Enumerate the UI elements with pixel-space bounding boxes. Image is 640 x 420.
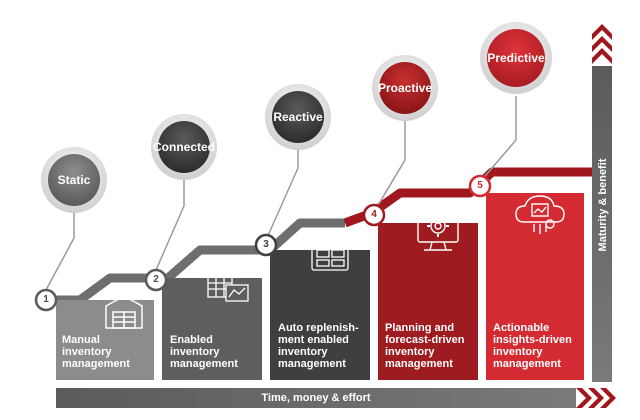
warehouse-icon [105, 295, 143, 329]
stage-number-1: 1 [43, 294, 49, 305]
y-axis-bar [592, 66, 612, 382]
y-axis-arrow-icon [592, 24, 612, 64]
stage-title-1: Static [57, 173, 91, 187]
cloud-analytics-icon [515, 195, 565, 234]
x-axis-arrow-icon [576, 388, 616, 408]
stage-label-1: Manual inventory management [62, 334, 130, 370]
connector-lines [45, 96, 517, 291]
stage-title-5: Predictive [487, 51, 545, 65]
number-badges [34, 174, 492, 312]
column-4 [378, 223, 478, 380]
stage-circle-1 [41, 147, 107, 213]
stage-title-2: Connected [152, 140, 216, 154]
stage-label-4: Planning and forecast-driven inventory m… [385, 322, 465, 370]
column-5 [486, 193, 584, 380]
x-axis-label: Time, money & effort [261, 392, 371, 404]
stage-number-5: 5 [477, 180, 483, 191]
stage-circle-4 [372, 55, 438, 121]
stage-circle-3 [265, 84, 331, 150]
stage-circle-5 [480, 22, 552, 94]
stage-number-3: 3 [263, 239, 269, 250]
column-1 [56, 300, 154, 380]
gear-monitor-icon [417, 213, 459, 251]
stage-label-5: Actionable insights-driven inventory man… [493, 322, 572, 370]
stage-circle-2 [151, 114, 217, 180]
column-3 [270, 250, 370, 380]
stair-path-gray [40, 218, 345, 305]
stage-title-3: Reactive [273, 110, 323, 124]
spreadsheet-chart-icon [207, 270, 249, 302]
stage-label-2: Enabled inventory management [170, 334, 238, 370]
stage-label-3: Auto replenish- ment enabled inventory m… [278, 322, 359, 370]
stage-number-4: 4 [371, 209, 377, 220]
stage-title-4: Proactive [377, 81, 433, 95]
stage-number-2: 2 [153, 274, 159, 285]
x-axis-bar [56, 388, 576, 408]
dashboard-window-icon [311, 239, 349, 271]
y-axis-label: Maturity & benefit [597, 158, 609, 252]
